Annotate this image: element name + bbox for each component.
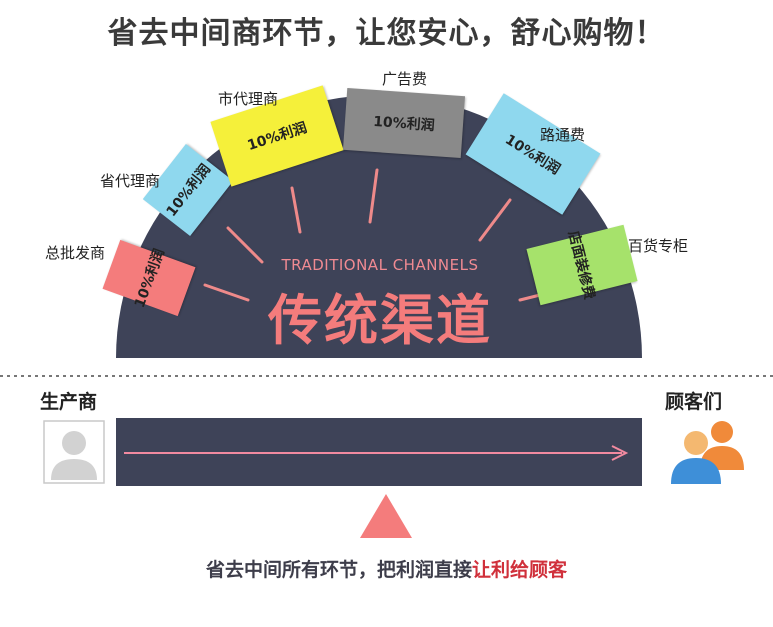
bottom-caption-highlight: 让利给顾客 (472, 559, 568, 581)
segment-margin: 10%利润 (372, 113, 436, 135)
segment-label: 市代理商 (218, 90, 279, 108)
flow-arrow-head (611, 445, 629, 461)
bottom-caption: 省去中间所有环节，把利润直接让利给顾客 (0, 555, 773, 582)
arch-english-title: TRADITIONAL CHANNELS (281, 256, 479, 274)
customers-icon (671, 421, 744, 484)
producer-icon (43, 420, 105, 484)
segment-margin: 10%利润 (163, 161, 215, 220)
segment-margin: 10%利润 (245, 119, 310, 155)
arch-segment: 10%利润 (342, 87, 466, 159)
segment-label: 广告费 (382, 70, 428, 88)
headline: 省去中间商环节，让您安心，舒心购物！ (107, 16, 666, 51)
pivot-triangle (360, 494, 412, 538)
segment-margin: 10%利润 (131, 246, 168, 310)
segment-label: 百货专柜 (628, 237, 689, 255)
segment-label: 总批发商 (45, 244, 106, 262)
segment-label: 路通费 (540, 126, 586, 144)
producer-label: 生产商 (40, 391, 98, 413)
bottom-caption-main: 省去中间所有环节，把利润直接 (205, 559, 472, 581)
customer-label: 顾客们 (665, 391, 723, 413)
segment-margin: 店面装修费 (564, 229, 598, 302)
arch-chinese-title: 传统渠道 (268, 289, 492, 352)
segment-label: 省代理商 (100, 172, 161, 190)
